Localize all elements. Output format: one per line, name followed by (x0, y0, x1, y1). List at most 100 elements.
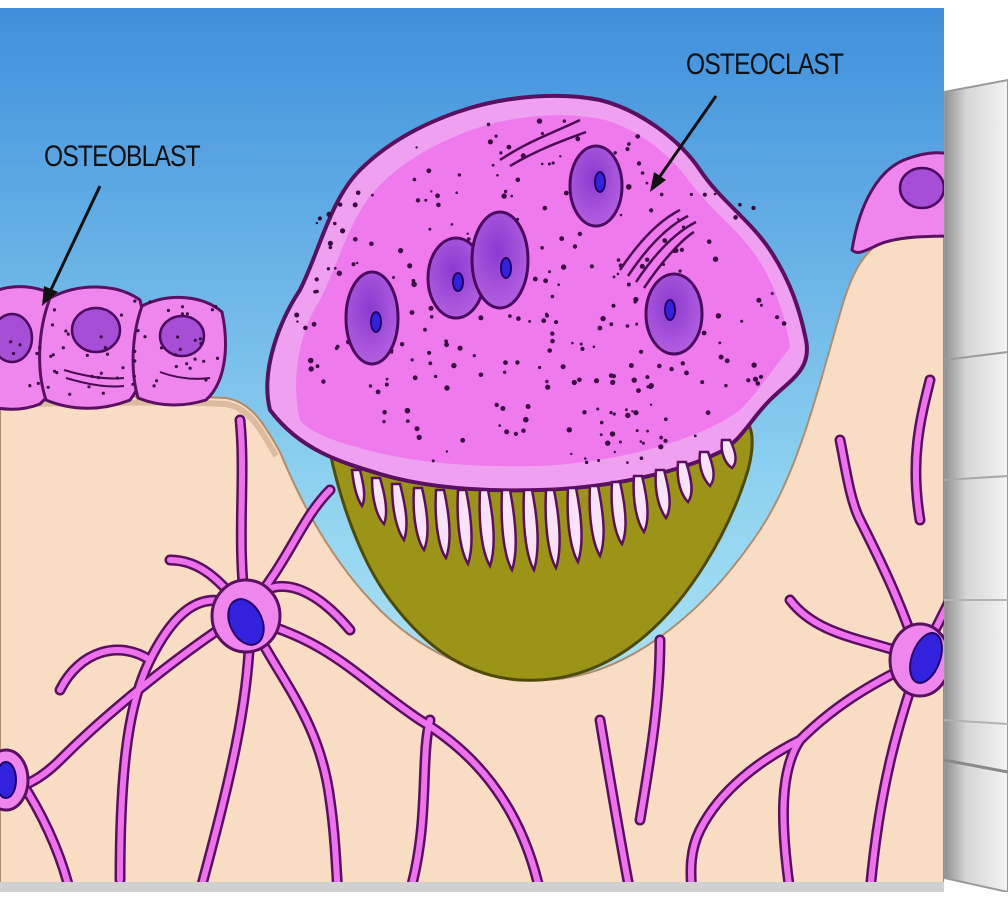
vesicle-dot (561, 264, 566, 269)
vesicle-dot (327, 267, 330, 270)
vesicle-dot (428, 361, 432, 365)
vesicle-dot (369, 384, 372, 387)
vesicle-dot (541, 318, 546, 323)
vesicle-dot (636, 388, 641, 393)
vesicle-dot (570, 453, 572, 455)
vesicle-dot (703, 193, 707, 197)
vesicle-dot (617, 258, 621, 262)
vesicle-dot (149, 300, 152, 303)
vesicle-dot (185, 362, 188, 365)
vesicle-dot (598, 326, 603, 331)
vesicle-dot (52, 353, 55, 356)
vesicle-dot (578, 232, 582, 236)
vesicle-dot (121, 366, 124, 369)
vesicle-dot (167, 309, 170, 312)
vesicle-dot (492, 164, 495, 167)
vesicle-dot (718, 342, 721, 345)
vesicle-dot (550, 339, 555, 344)
vesicle-dot (557, 283, 560, 286)
vesicle-dot (37, 382, 40, 385)
vesicle-dot (600, 433, 603, 436)
vesicle-dot (426, 168, 431, 173)
vesicle-dot (400, 342, 404, 346)
vesicle-dot (625, 147, 629, 151)
vesicle-dot (563, 119, 566, 122)
vesicle-dot (313, 290, 317, 294)
vesicle-dot (353, 202, 358, 207)
vesicle-dot (626, 184, 632, 190)
vesicle-dot (631, 410, 633, 412)
vesicle-dot (541, 163, 544, 166)
vesicle-dot (97, 376, 100, 379)
vesicle-dot (424, 199, 427, 202)
vesicle-dot (775, 315, 779, 319)
vesicle-dot (487, 123, 491, 127)
vesicle-dot (751, 362, 756, 367)
vesicle-dot (430, 315, 434, 319)
vesicle-dot (740, 320, 743, 323)
vesicle-dot (316, 364, 320, 368)
vesicle-dot (629, 363, 634, 368)
vesicle-dot (633, 410, 638, 415)
vesicle-dot (503, 360, 508, 365)
vesicle-dot (91, 375, 94, 378)
vesicle-dot (352, 262, 356, 266)
vesicle-dot (194, 358, 197, 361)
vesicle-dot (308, 358, 314, 364)
vesicle-dot (690, 193, 693, 196)
vesicle-dot (143, 335, 146, 338)
vesicle-dot (160, 346, 163, 349)
vesicle-dot (38, 346, 41, 349)
vesicle-dot (498, 424, 501, 427)
vesicle-dot (759, 375, 763, 379)
vesicle-dot (636, 429, 639, 432)
vesicle-dot (371, 194, 374, 197)
vesicle-dot (548, 163, 551, 166)
vesicle-dot (684, 371, 689, 376)
vesicle-dot (559, 155, 561, 157)
vesicle-dot (386, 378, 389, 381)
vesicle-dot (199, 342, 202, 345)
vesicle-dot (719, 355, 724, 360)
vesicle-dot (392, 276, 395, 279)
vesicle-dot (100, 372, 103, 375)
vesicle-dot (376, 390, 381, 395)
vesicle-dot (510, 195, 513, 198)
vesicle-dot (660, 193, 664, 197)
vesicle-dot (106, 353, 109, 356)
vesicle-dot (460, 438, 465, 443)
vesicle-dot (640, 264, 645, 269)
vesicle-dot (9, 340, 12, 343)
vesicle-dot (551, 295, 555, 299)
vesicle-dot (416, 198, 420, 202)
vesicle-dot (488, 139, 493, 144)
vesicle-dot (533, 277, 538, 282)
vesicle-dot (202, 360, 205, 363)
vesicle-dot (627, 283, 631, 287)
vesicle-dot (658, 444, 663, 449)
vesicle-dot (411, 358, 414, 361)
vesicle-dot (303, 326, 308, 331)
vesicle-dot (155, 379, 158, 382)
vesicle-dot (321, 379, 325, 383)
vesicle-dot (435, 193, 440, 198)
vesicle-dot (327, 212, 332, 217)
vesicle-dot (545, 313, 548, 316)
vesicle-dot (625, 408, 628, 411)
vesicle-dot (337, 271, 342, 276)
vesicle-dot (634, 300, 637, 303)
vesicle-dot (594, 378, 599, 383)
vesicle-dot (516, 316, 521, 321)
vesicle-dot (523, 417, 529, 423)
vesicle-dot (334, 267, 337, 270)
vesicle-dot (216, 357, 219, 360)
vesicle-dot (659, 436, 663, 440)
vesicle-dot (315, 277, 319, 281)
vesicle-dot (572, 380, 577, 385)
vesicle-dot (559, 236, 564, 241)
vesicle-dot (194, 339, 197, 342)
vesicle-dot (181, 312, 184, 315)
vesicle-dot (702, 331, 707, 336)
